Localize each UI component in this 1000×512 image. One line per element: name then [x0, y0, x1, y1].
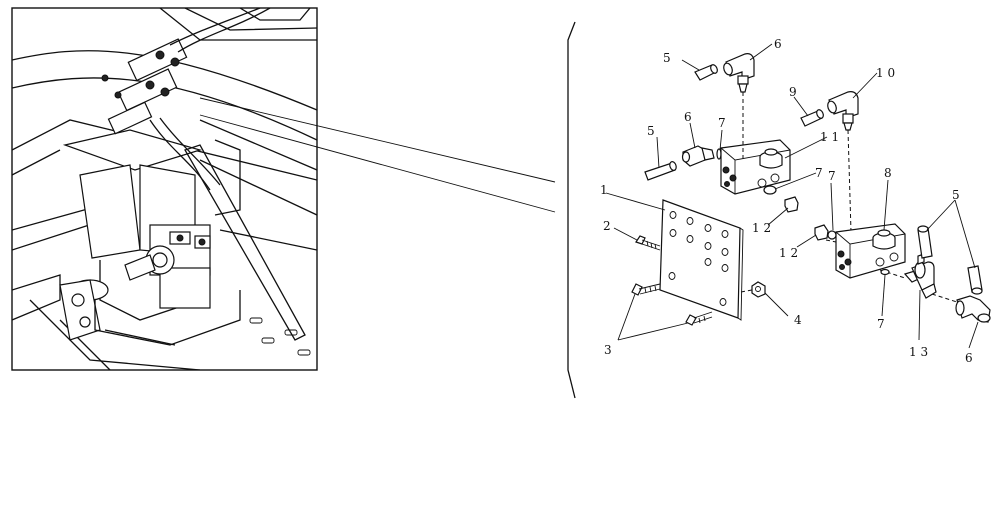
assembly-line-8-13 — [879, 269, 906, 279]
elbow-fitting-6-mid — [681, 145, 715, 167]
pin-5-top — [694, 64, 718, 81]
break-line — [567, 21, 576, 399]
callout-5-top: 5 — [663, 51, 671, 65]
plug-12-b — [814, 224, 829, 241]
callout-12-b: 1 2 — [779, 246, 798, 260]
elbow-fitting-6-top — [723, 53, 755, 93]
callout-8: 8 — [884, 166, 892, 180]
callout-13: 1 3 — [909, 345, 928, 359]
zoom-leader-top — [199, 97, 556, 183]
assembly-line-13-6 — [931, 293, 961, 304]
callout-10: 1 0 — [876, 66, 895, 80]
callout-7-a: 7 — [718, 116, 726, 130]
callout-1: 1 — [600, 183, 608, 197]
o-ring-7-d — [880, 268, 890, 276]
callout-4: 4 — [794, 313, 802, 327]
pin-5-right-a — [917, 225, 933, 259]
solenoid-valve-11 — [720, 139, 791, 195]
callout-11: 1 1 — [820, 130, 839, 144]
callout-5-right: 5 — [952, 188, 960, 202]
callout-7-b: 7 — [815, 166, 823, 180]
bolt-2 — [635, 235, 661, 251]
callout-7-c: 7 — [828, 169, 836, 183]
zoom-leader-bottom — [199, 114, 556, 213]
callout-6-mid: 6 — [684, 110, 692, 124]
o-ring-7-b — [763, 185, 777, 195]
mounting-plate — [659, 199, 744, 321]
solenoid-valve-8 — [835, 223, 906, 279]
callout-6-top: 6 — [774, 37, 782, 51]
bolt-3-upper — [631, 283, 661, 296]
inset-machine-drawing — [12, 8, 317, 370]
nut-4 — [740, 281, 766, 298]
elbow-fitting-6-right — [955, 295, 991, 323]
bolt-3-lower — [685, 311, 713, 326]
callout-9: 9 — [789, 85, 797, 99]
pin-9 — [800, 109, 824, 127]
assembly-line-12b — [825, 239, 837, 243]
pin-5-right-b — [967, 265, 983, 295]
o-ring-7-c — [827, 230, 837, 240]
callout-7-d: 7 — [877, 317, 885, 331]
callout-2: 2 — [603, 219, 611, 233]
callout-5-mid: 5 — [647, 124, 655, 138]
assembly-line-10-8 — [847, 129, 852, 233]
inset-view — [11, 7, 318, 371]
callout-12-a: 1 2 — [752, 221, 771, 235]
tee-fitting-13 — [903, 253, 937, 299]
plug-12-a — [784, 196, 799, 213]
callout-3: 3 — [604, 343, 612, 357]
pin-5-mid — [644, 161, 677, 181]
callout-leaders — [605, 43, 979, 349]
callout-6-right: 6 — [965, 351, 973, 365]
